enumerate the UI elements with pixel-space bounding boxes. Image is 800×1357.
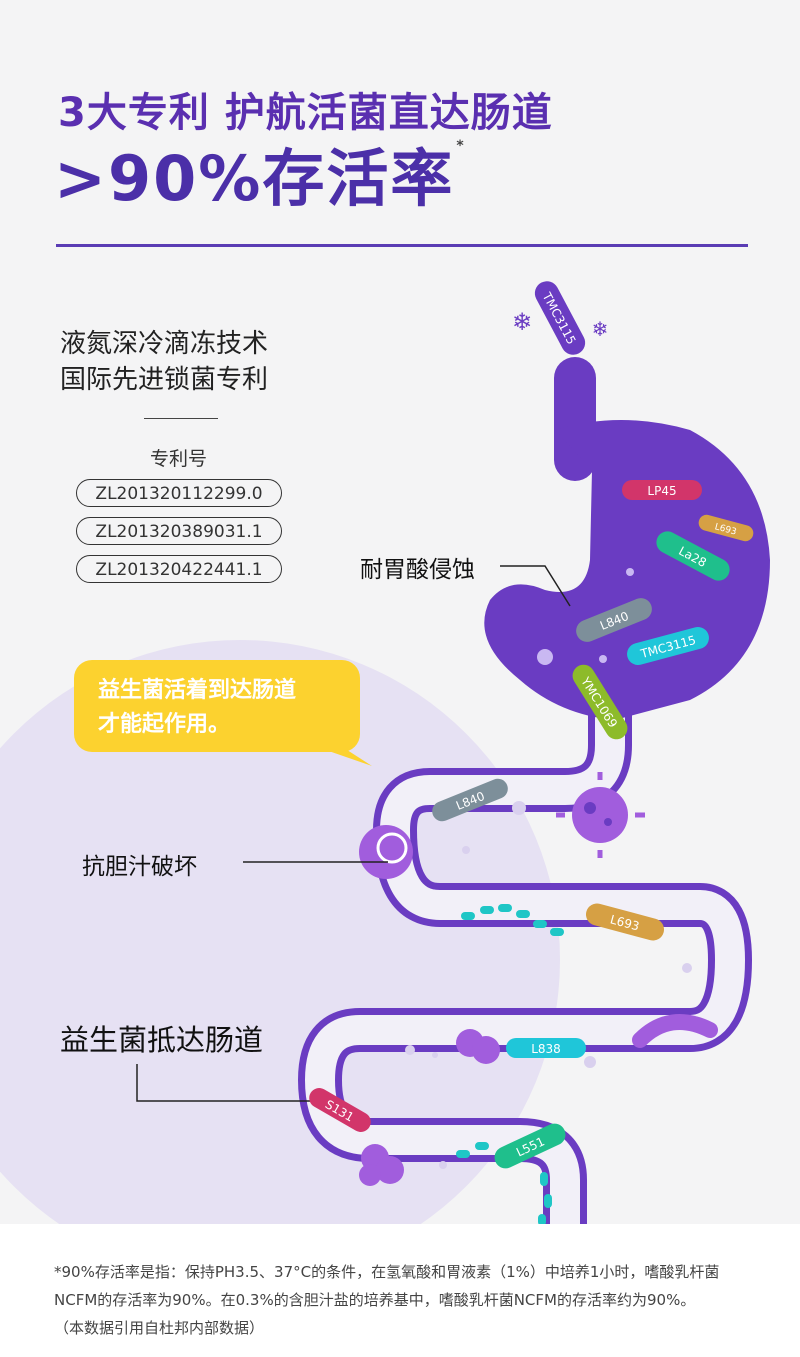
asterisk: * <box>456 138 466 154</box>
virus-icon <box>556 772 645 858</box>
survival-rate-text: >90%存活率 <box>54 142 455 215</box>
teal-chain-icon <box>456 904 564 1226</box>
strain-pill <box>656 531 730 581</box>
bacteria-cluster-icon <box>359 1029 500 1186</box>
strain-l838: L838 <box>531 1042 561 1056</box>
patent-label: 专利号 <box>150 448 208 470</box>
strain-lp45: LP45 <box>647 484 676 498</box>
footnote-line-3: （本数据引用自杜邦内部数据） <box>54 1319 265 1337</box>
snowflake-icon: ❄ <box>592 317 609 341</box>
short-divider <box>144 418 218 419</box>
survival-rate-title: >90%存活率* <box>54 128 466 218</box>
callout-bile: 抗胆汁破坏 <box>82 854 197 880</box>
patent-number-3: ZL201320422441.1 <box>76 555 282 583</box>
strain-pill <box>585 903 665 941</box>
bile-drop <box>359 825 413 879</box>
callout-stomach-acid: 耐胃酸侵蚀 <box>360 557 475 583</box>
footnote-line-1: *90%存活率是指：保持PH3.5、37°C的条件，在氢氧酸和胃液素（1%）中培… <box>54 1263 720 1281</box>
strain-pill <box>576 598 652 642</box>
intestine-inner <box>304 675 746 1245</box>
strain-pill <box>506 1038 586 1058</box>
strain-pill <box>432 778 508 822</box>
snowflake-icon: ❄ <box>512 308 532 336</box>
strain-pill <box>309 1088 371 1132</box>
bubble-line-1: 益生菌活着到达肠道 <box>98 678 297 703</box>
bubble-line-2: 才能起作用。 <box>98 712 231 737</box>
strain-pill <box>627 626 709 666</box>
footnote: *90%存活率是指：保持PH3.5、37°C的条件，在氢氧酸和胃液素（1%）中培… <box>54 1258 754 1342</box>
strain-pill <box>534 281 586 355</box>
headline: 3大专利 护航活菌直达肠道 <box>58 90 553 136</box>
patent-number-1: ZL201320112299.0 <box>76 479 282 507</box>
divider <box>56 244 748 247</box>
tech-line-2: 国际先进锁菌专利 <box>60 365 269 395</box>
strain-pill <box>572 664 628 740</box>
strain-pill <box>622 480 702 500</box>
callout-intestine: 益生菌抵达肠道 <box>60 1023 264 1057</box>
worm-icon <box>632 1014 718 1048</box>
footer <box>0 1224 800 1357</box>
strain-pill <box>698 514 754 542</box>
patent-number-2: ZL201320389031.1 <box>76 517 282 545</box>
speech-bubble <box>74 660 360 752</box>
tech-line-1: 液氮深冷滴冻技术 <box>60 329 269 359</box>
strain-pill <box>494 1123 566 1169</box>
technology-block: 液氮深冷滴冻技术 国际先进锁菌专利 <box>60 326 268 398</box>
speech-bubble-text: 益生菌活着到达肠道 才能起作用。 <box>98 674 296 742</box>
footnote-line-2: NCFM的存活率为90%。在0.3%的含胆汁盐的培养基中，嗜酸乳杆菌NCFM的存… <box>54 1291 696 1309</box>
